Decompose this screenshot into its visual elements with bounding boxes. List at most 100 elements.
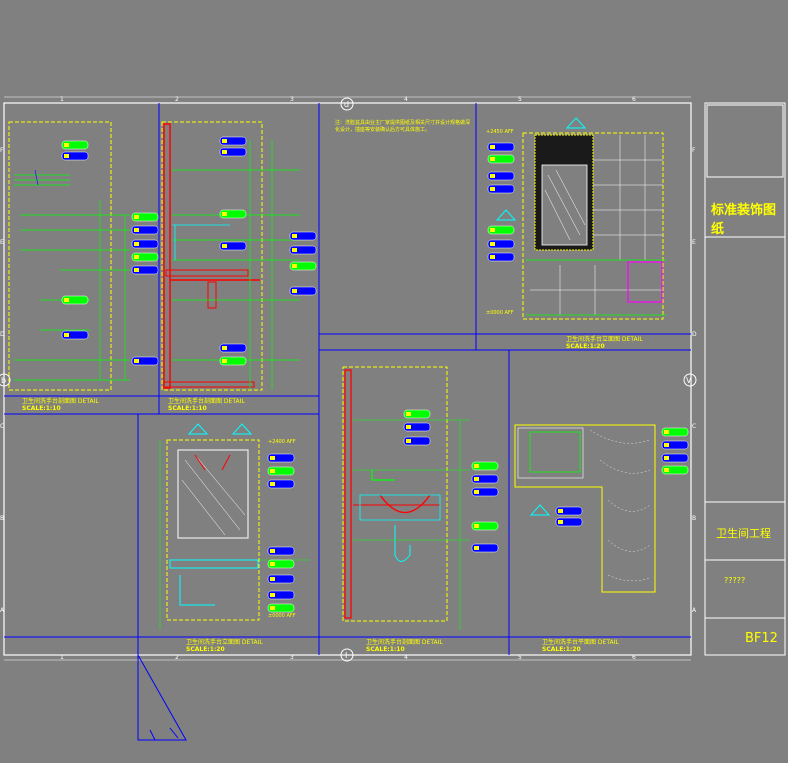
callout-tag-mark <box>474 477 479 481</box>
detail-b2 <box>342 366 470 630</box>
callout-tag-mark <box>558 509 563 513</box>
callout-tag-mark <box>270 606 275 610</box>
callout-tag-mark <box>270 577 275 581</box>
callout-tag-mark <box>270 593 275 597</box>
callout-tag-mark <box>406 439 411 443</box>
callout-tag-mark <box>222 346 227 350</box>
callout-tag-mark <box>490 157 495 161</box>
section-markers <box>0 97 697 662</box>
callout-tag-mark <box>490 242 495 246</box>
callout-tag-mark <box>134 255 139 259</box>
callout-tag-mark <box>222 359 227 363</box>
level-bottom-right: ±0000 AFF <box>486 310 514 316</box>
svg-text:E: E <box>0 239 4 246</box>
callout-tag-mark <box>292 248 297 252</box>
callout-tag-mark <box>292 264 297 268</box>
svg-text:A: A <box>0 607 5 614</box>
callout-tag-mark <box>64 143 69 147</box>
svg-text:D: D <box>692 331 697 338</box>
callout-tag-mark <box>490 228 495 232</box>
callout-tag-mark <box>222 139 227 143</box>
svg-text:3: 3 <box>290 654 294 661</box>
svg-text:3: 3 <box>290 96 294 103</box>
svg-text:2: 2 <box>175 654 179 661</box>
svg-text:B: B <box>0 515 4 522</box>
svg-text:C: C <box>0 423 4 430</box>
callout-tag-mark <box>222 244 227 248</box>
sheet-border <box>3 102 692 656</box>
svg-text:1: 1 <box>60 96 64 103</box>
svg-text:6: 6 <box>632 654 636 661</box>
detail-b <box>161 121 300 391</box>
marker-b: b <box>1 376 6 385</box>
detail-A <box>495 117 666 320</box>
callout-tag-mark <box>64 154 69 158</box>
svg-text:C: C <box>692 423 696 430</box>
callout-tag-mark <box>64 333 69 337</box>
level-top-right: +2450 AFF <box>486 129 514 135</box>
callout-tag-mark <box>664 443 669 447</box>
callout-tag-mark <box>270 469 275 473</box>
panel-dividers <box>4 103 691 655</box>
callout-tags <box>61 136 689 613</box>
title-block <box>704 102 786 656</box>
svg-text:D: D <box>0 331 5 338</box>
level-top-mid: +2400 AFF <box>268 439 296 445</box>
svg-text:5: 5 <box>518 654 522 661</box>
svg-text:E: E <box>692 239 696 246</box>
callout-tag-mark <box>270 562 275 566</box>
svg-text:5: 5 <box>518 96 522 103</box>
detail-a <box>159 423 310 630</box>
callout-tag-mark <box>292 234 297 238</box>
drawing-title: 标准装饰图纸 <box>711 203 777 237</box>
callout-tag-mark <box>134 359 139 363</box>
marker-I: I <box>345 651 347 660</box>
callout-tag-mark <box>664 468 669 472</box>
marker-d: d <box>344 100 349 109</box>
svg-text:F: F <box>692 147 696 154</box>
general-note: 注：洗脸盆具由业主厂家提供图纸及相关尺寸并设计规格做深化设计，插座等安装确认后方… <box>335 120 471 133</box>
callout-tag-mark <box>474 490 479 494</box>
callout-tag-mark <box>406 425 411 429</box>
svg-text:A: A <box>692 607 697 614</box>
svg-text:B: B <box>692 515 696 522</box>
callout-tag-mark <box>558 520 563 524</box>
callout-tag-mark <box>490 187 495 191</box>
callout-tag-mark <box>270 482 275 486</box>
svg-text:F: F <box>0 147 4 154</box>
callout-tag-mark <box>474 524 479 528</box>
detail-1 <box>514 424 656 593</box>
sheet-number: BF12 <box>745 631 778 646</box>
callout-tag-mark <box>490 174 495 178</box>
svg-text:1: 1 <box>60 654 64 661</box>
callout-tag-mark <box>474 464 479 468</box>
detail-c <box>8 121 130 391</box>
svg-text:4: 4 <box>404 96 408 103</box>
callout-tag-mark <box>270 456 275 460</box>
callout-tag-mark <box>490 255 495 259</box>
callout-tag-mark <box>222 212 227 216</box>
callout-tag-mark <box>134 268 139 272</box>
callout-tag-mark <box>474 546 479 550</box>
callout-tag-mark <box>270 549 275 553</box>
north-triangle <box>137 654 187 741</box>
svg-text:4: 4 <box>404 654 408 661</box>
callout-tag-mark <box>490 145 495 149</box>
callout-tag-mark <box>664 456 669 460</box>
project-name: 卫生间工程 <box>716 527 771 540</box>
callout-tag-mark <box>292 289 297 293</box>
callout-tag-mark <box>134 228 139 232</box>
callout-tag-mark <box>134 242 139 246</box>
svg-text:2: 2 <box>175 96 179 103</box>
callout-tag-mark <box>664 430 669 434</box>
level-bottom-mid: ±0000 AFF <box>268 613 296 619</box>
callout-tag-mark <box>222 150 227 154</box>
